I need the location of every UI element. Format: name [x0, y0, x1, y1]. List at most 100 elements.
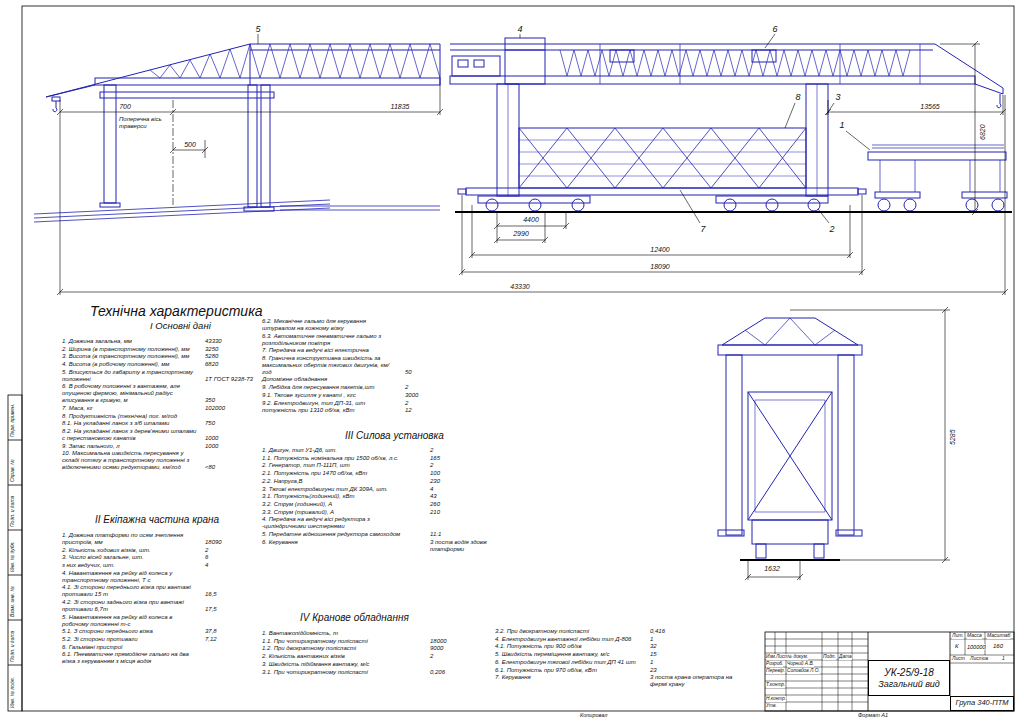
spec-value: 3 поста водія здовж платформи [430, 539, 495, 553]
callout-number: 4 [517, 24, 522, 34]
callout-number: 2 [829, 224, 834, 234]
title-block-text: Соловйов Л.О. [787, 668, 820, 674]
spec-text: 9. Лебідка для пересування пакетів,шт [262, 384, 397, 391]
spec-value: 350 [205, 397, 260, 404]
sheet-text: Формат A1 [858, 712, 888, 718]
spec-value: 1 [650, 659, 745, 666]
spec-text: 4.2. Зі сторони заднього візка при ванта… [62, 599, 197, 613]
spec-text: 3. Висота (в транспортному положенні), м… [62, 353, 197, 360]
spec-value: 2 [430, 447, 495, 454]
dimension-text: 1632 [764, 565, 780, 573]
spec-text: 7. Маса, кг [62, 405, 197, 412]
title-cell: Група 340-ПТМ [950, 696, 1014, 711]
spec-text: 1. Довжина загальна, мм [62, 338, 197, 345]
spec-text: 2. Кількість ходових візків, шт. [62, 547, 197, 554]
margin-stamp: Взам. инв. № [10, 586, 16, 617]
title-block-text: Лист [952, 656, 965, 662]
spec-text: 3.1. Потужність(годинний), кВт [262, 493, 412, 500]
spec-value: 1Т ГОСТ 9238-73 [205, 376, 260, 383]
section-heading: IV Кранове обладнання [300, 612, 409, 624]
spec-value: 0,206 [430, 669, 485, 676]
dimension-text: 6820 [979, 124, 987, 140]
spec-text: 4.1. Потужність при 900 об/хв [495, 643, 643, 650]
spec-text: 9.2. Електродвигун, тип ДП-31, шт [262, 400, 397, 407]
spec-value: 15 [650, 651, 745, 658]
spec-value: 9000 [430, 645, 485, 652]
title-block-text: Дата [839, 654, 852, 660]
spec-value: 12 [405, 407, 445, 414]
spec-value: 260 [430, 501, 495, 508]
spec-value: 11:1 [430, 531, 495, 538]
spec-value: <80 [205, 464, 260, 471]
spec-text: 2. Генератор, тип П-111П, шт [262, 462, 412, 469]
title-block-text: № докум. [787, 654, 808, 660]
spec-text: Допоміжне обладнання [262, 376, 397, 383]
dimension-text: 13565 [920, 103, 939, 111]
crane-side-view [450, 38, 1007, 211]
sheet-frame [8, 6, 1014, 711]
spec-text: 1. Вантажопідйомність, т [262, 630, 412, 637]
spec-value: 102000 [205, 405, 260, 412]
dimension-text: 4400 [523, 216, 539, 224]
title-block-text: Н.контр. [766, 696, 786, 702]
spec-value: 43 [430, 493, 495, 500]
margin-stamp: Инв. № подл. [10, 677, 16, 708]
title-block-text: Лит. [952, 633, 964, 639]
spec-value: 750 [205, 420, 260, 427]
title-block-text: 100000 [967, 644, 985, 650]
spec-value: 3000 [405, 392, 445, 399]
spec-value: 17,5 [205, 606, 255, 613]
callout-number: 1 [839, 120, 844, 130]
sheet-text: Копировал [580, 712, 607, 718]
spec-value: 0,416 [650, 628, 745, 635]
title-block-text: Подп. [823, 654, 836, 660]
title-block-text: Розроб. [766, 661, 783, 667]
spec-value: 6 [205, 554, 255, 561]
spec-value: 43330 [205, 338, 260, 345]
spec-value: 6820 [205, 361, 260, 368]
spec-value: 37,8 [205, 628, 255, 635]
spec-value: 7,12 [205, 636, 255, 643]
spec-text: 6.1. Потужність при 970 об/хв, кВт [495, 667, 643, 674]
margin-stamp: Подп. и дата [10, 631, 16, 662]
spec-text: 5. Передатне відношення редуктора самохо… [262, 531, 412, 538]
spec-value: 4 [430, 486, 495, 493]
spec-text: 7. Передача на ведучі вісі електрична [262, 347, 397, 354]
spec-value: 3 поста крана оператора на фермі крану [650, 674, 745, 688]
callout-number: 8 [795, 92, 800, 102]
spec-text: 4. Електродвигун вантажної лебідки тип Д… [495, 636, 643, 643]
spec-text: з них ведучих, шт. [62, 562, 197, 569]
title-block-text: Масштаб [987, 633, 1010, 639]
note-text: Поперечна вісь траверси [119, 116, 169, 130]
title-block-text: Т.контр. [766, 682, 785, 688]
spec-value: 50 [405, 369, 445, 376]
spec-text: 8.2. На укладанні ланок з дерев'яними шп… [62, 428, 197, 442]
spec-text: 6. Гальмівні пристрої [62, 644, 197, 651]
callout-number: 5 [255, 24, 260, 34]
dimension-text: 2990 [513, 230, 529, 238]
spec-text: 4. Висота (в робочому положенні), мм [62, 361, 197, 368]
spec-value: 2 [430, 653, 485, 660]
spec-text: 4.1. Зі сторони переднього візка при ван… [62, 584, 197, 598]
spec-value: 5280 [205, 353, 260, 360]
title-block-text: Чорний А.В. [787, 661, 814, 667]
spec-text: 6. Керування [262, 539, 412, 546]
spec-text: 4. Навантаження на рейку від колеса у тр… [62, 570, 197, 584]
section-heading: III Силова установка [345, 430, 444, 442]
spec-text: 3.2. Струм (годинний), А [262, 501, 412, 508]
spec-value: 165 [430, 455, 495, 462]
title-text: УК-25/9-18 [884, 667, 934, 679]
spec-text: 6.3. Автоматичне пневматичне гальмо з ро… [262, 333, 397, 347]
title-text: Загальний вид [878, 679, 940, 689]
title-block-text: Утв. [766, 703, 777, 709]
dimension-text: 12400 [650, 246, 669, 254]
spec-text: 5.1. З сторони переднього візка [62, 628, 197, 635]
spec-value: 2 [405, 400, 445, 407]
spec-text: 3.2. При двократному поліспасті [495, 628, 643, 635]
spec-text: 9. Запас пального, л [62, 443, 197, 450]
spec-text: 3.1. При чотирикратному поліспасті [262, 669, 412, 676]
crane-end-view [718, 318, 862, 558]
spec-value: 18000 [430, 638, 485, 645]
spec-text: 1.1. При чотирикратному поліспасті [262, 638, 412, 645]
dimension-text: 700 [119, 103, 131, 111]
